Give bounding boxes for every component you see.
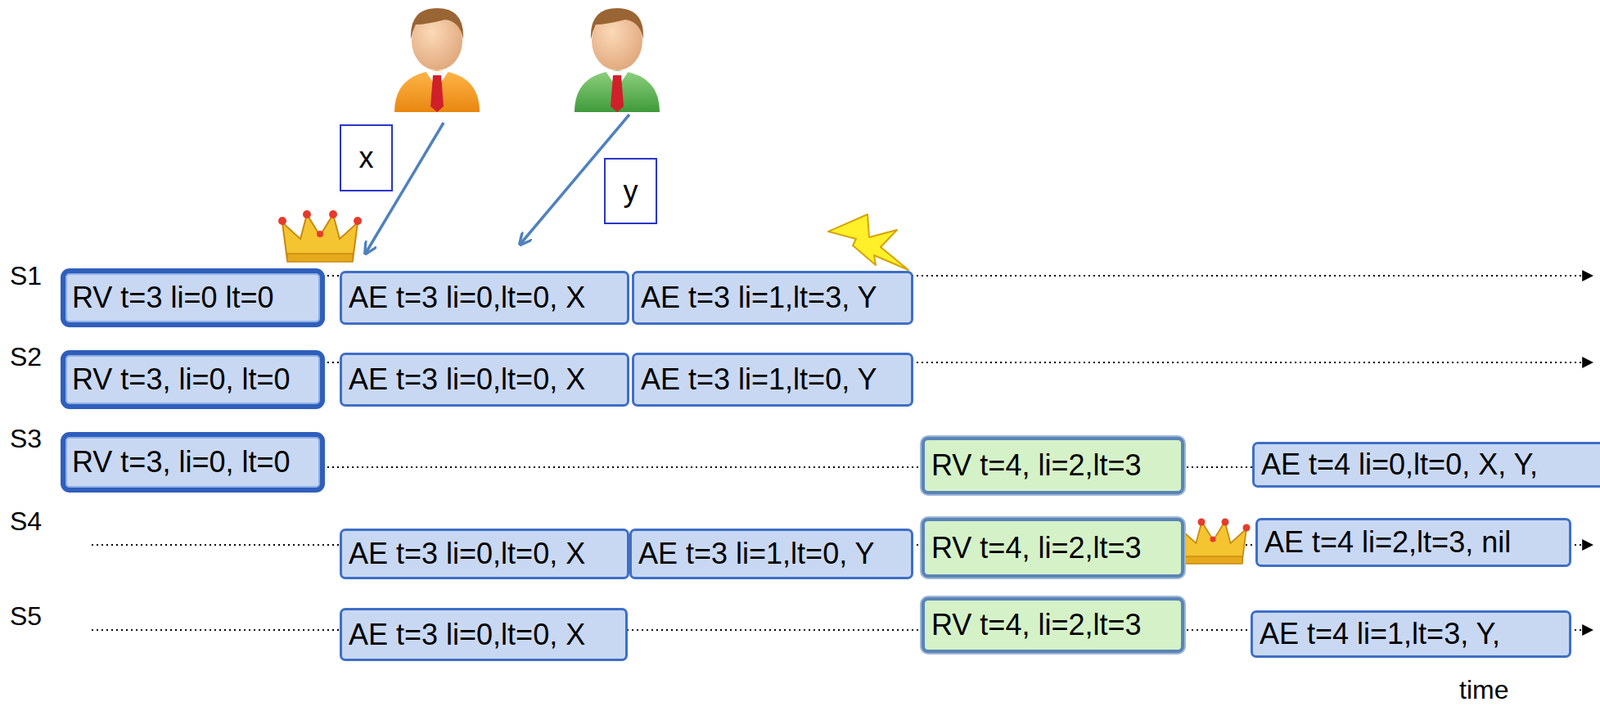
crown-jewel <box>329 210 338 219</box>
request-vote-box: RV t=4, li=2,lt=3 <box>921 518 1185 578</box>
box-text: AE t=3 li=0,lt=0, X <box>348 618 586 652</box>
crown-band <box>1184 556 1243 564</box>
client-hair <box>410 8 464 40</box>
box-text: AE t=4 li=1,lt=3, Y, <box>1259 617 1501 651</box>
leader-crown <box>1176 518 1251 565</box>
box-text: AE t=4 li=2,lt=3, nil <box>1264 526 1511 559</box>
append-entries-box: AE t=3 li=0,lt=0, X <box>339 270 630 325</box>
box-text: RV t=3 li=0 lt=0 <box>72 281 275 315</box>
client-body <box>574 70 660 113</box>
server-name: S1 <box>9 261 42 291</box>
box-text: RV t=4, li=2,lt=3 <box>931 449 1142 483</box>
client-figure <box>574 8 660 113</box>
crown-jewel <box>316 230 324 238</box>
append-entries-box: AE t=4 li=2,lt=3, nil <box>1255 518 1572 568</box>
box-text: AE t=4 li=0,lt=0, X, Y, <box>1261 448 1538 482</box>
append-entries-box: AE t=3 li=0,lt=0, X <box>339 528 630 580</box>
crash-lightning <box>828 214 909 271</box>
server-name: S5 <box>9 602 42 631</box>
server-name: S4 <box>9 507 42 537</box>
box-text: AE t=3 li=1,lt=0, Y <box>640 363 878 397</box>
client-figure <box>394 8 480 113</box>
append-entries-box: AE t=3 li=1,lt=0, Y <box>629 528 914 580</box>
leader-crown <box>278 210 362 262</box>
crown-jewel <box>1210 536 1217 543</box>
crown-jewel <box>1243 524 1251 532</box>
request-vote-box: RV t=4, li=2,lt=3 <box>921 597 1185 654</box>
box-text: y <box>623 175 639 208</box>
axis-label: time <box>1459 676 1509 705</box>
client-body <box>394 70 480 113</box>
box-text: RV t=4, li=2,lt=3 <box>931 531 1142 565</box>
box-text: RV t=3, li=0, lt=0 <box>72 363 291 397</box>
client-request: y <box>603 157 658 225</box>
append-entries-box: AE t=4 li=1,lt=3, Y, <box>1250 610 1572 659</box>
client-tie <box>430 75 444 113</box>
crown-jewel <box>1198 518 1206 527</box>
box-text: AE t=3 li=1,lt=3, Y <box>640 281 878 315</box>
request-vote-box: RV t=3, li=0, lt=0 <box>63 352 323 407</box>
box-text: AE t=3 li=0,lt=0, X <box>348 281 586 315</box>
box-text: RV t=3, li=0, lt=0 <box>72 446 291 479</box>
append-entries-box: AE t=3 li=1,lt=0, Y <box>631 352 914 407</box>
box-text: AE t=3 li=0,lt=0, X <box>348 537 586 571</box>
client-tie <box>610 75 624 113</box>
box-text: AE t=3 li=1,lt=0, Y <box>638 537 875 571</box>
append-entries-box: AE t=3 li=1,lt=3, Y <box>631 270 914 325</box>
server-name: S2 <box>9 342 42 372</box>
append-entries-box: AE t=3 li=0,lt=0, X <box>339 352 630 407</box>
server-name: S3 <box>9 424 42 454</box>
crown-jewel <box>353 216 362 226</box>
request-arrows <box>365 114 630 253</box>
crown-jewel <box>278 216 287 226</box>
client-hair <box>590 8 644 40</box>
request-vote-box: RV t=3, li=0, lt=0 <box>63 434 323 491</box>
box-text: AE t=3 li=0,lt=0, X <box>348 363 586 397</box>
append-entries-box: AE t=4 li=0,lt=0, X, Y, <box>1252 441 1600 488</box>
request-vote-box: RV t=3 li=0 lt=0 <box>63 270 323 325</box>
box-text: RV t=4, li=2,lt=3 <box>931 608 1142 642</box>
box-text: x <box>359 141 375 175</box>
crown-jewel <box>302 210 311 219</box>
request-vote-box: RV t=4, li=2,lt=3 <box>921 437 1185 495</box>
client-request: x <box>339 124 393 192</box>
crown-band <box>287 253 353 262</box>
crown-jewel <box>1221 518 1230 527</box>
append-entries-box: AE t=3 li=0,lt=0, X <box>339 608 628 662</box>
